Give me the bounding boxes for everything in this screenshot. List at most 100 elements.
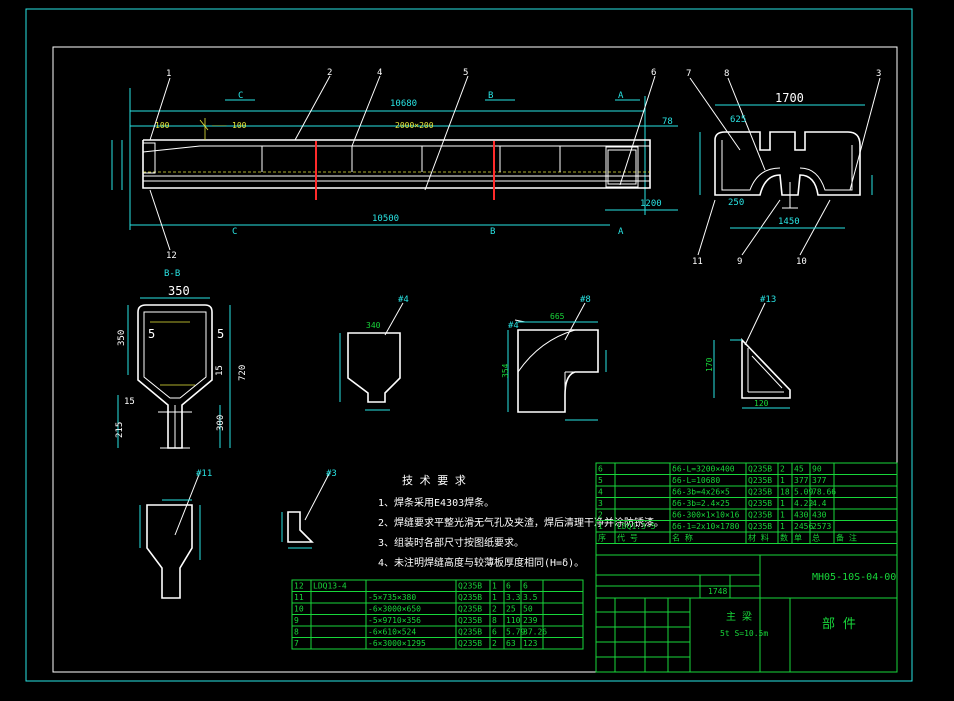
upper-table-cell: Q235B	[748, 476, 772, 485]
end-view-width: 1700	[775, 91, 804, 105]
upper-table-cell: 1	[780, 522, 785, 531]
detail-part-11: #11	[139, 469, 212, 599]
lower-table-cell: 8	[294, 628, 299, 637]
lower-table-cell: 3.5	[523, 593, 538, 602]
upper-table-cell: δ6-3b=4x26×5	[672, 488, 730, 497]
callout-10: 10	[796, 257, 807, 267]
svg-text:2000×200: 2000×200	[395, 121, 434, 130]
lower-table-cell: 110	[506, 616, 521, 625]
lower-table-cell: -5×9710×356	[368, 616, 421, 625]
tech-note-1: 1、焊条采用E4303焊条。	[378, 496, 494, 509]
title-block: MH05-10S-04-00 主 梁 5t S=10.5m 部 件 1748	[595, 462, 898, 673]
lower-table-cell: -6×3000×1295	[368, 639, 426, 648]
drawing-number: MH05-10S-04-00	[812, 572, 896, 583]
tech-note-4: 4、未注明焊缝高度与较薄板厚度相同(H=δ)。	[378, 556, 584, 569]
main-elevation-view: 10680 10500 1200 78 C B A C B A	[111, 88, 678, 237]
drawing-type: 部 件	[822, 617, 856, 632]
lower-table-cell: -5×735×380	[368, 593, 416, 602]
upper-table-cell: 377	[794, 476, 809, 485]
callout-4: 4	[377, 68, 382, 78]
detail-part-8: #8 #4 665 354	[501, 295, 607, 421]
callout-12: 12	[166, 251, 177, 261]
lower-table-cell: 50	[523, 605, 533, 614]
lower-table-cell: 12	[294, 582, 304, 591]
lower-table-cell: -6×3000×650	[368, 605, 421, 614]
lower-table-cell: 123	[523, 639, 538, 648]
callout-6: 6	[651, 68, 656, 78]
upper-table-cell: 4	[598, 488, 603, 497]
section-bb-dim-5-right: 5	[217, 327, 224, 341]
upper-table-cell: 5.09	[794, 488, 813, 497]
lower-table-cell: -6×610×524	[368, 628, 416, 637]
lower-table-cell: 6	[523, 582, 528, 591]
lower-table-cell: 63	[506, 639, 516, 648]
upper-table-cell: 2573	[812, 522, 831, 531]
section-bb-dim-5-left: 5	[148, 327, 155, 341]
section-mark-b: B	[488, 91, 493, 101]
upper-table-cell: 78.66	[812, 488, 836, 497]
upper-table-cell: 45	[794, 465, 804, 474]
section-bb-dim-15-left: 15	[124, 397, 135, 407]
upper-table-cell: 序	[598, 533, 606, 543]
lower-table-cell: 25	[506, 605, 516, 614]
lower-table-cell: 239	[523, 616, 538, 625]
detail-13-bottom-dim: 120	[754, 399, 769, 408]
section-mark-a: A	[618, 91, 624, 101]
lower-table-cell: 6	[492, 628, 497, 637]
callout-3: 3	[876, 69, 881, 79]
upper-table-cell: 4.22	[794, 499, 813, 508]
section-bb-dim-350: 350	[117, 330, 127, 346]
section-mark-c: C	[238, 91, 243, 101]
svg-text:#4: #4	[508, 321, 519, 331]
upper-table-cell: 1	[780, 499, 785, 508]
lower-table-cell: 5.79	[506, 628, 525, 637]
upper-table-cell: δ6-L=3200×400	[672, 465, 735, 474]
upper-table-cell: 备 注	[836, 533, 857, 543]
lower-table-cell: 11	[294, 593, 304, 602]
section-mark-c-bottom: C	[232, 227, 237, 237]
svg-text:100: 100	[155, 121, 170, 130]
section-mark-a-bottom: A	[618, 227, 624, 237]
upper-table-cell: LDQ1.3-5	[617, 522, 656, 531]
section-bb-title: B-B	[164, 269, 180, 279]
dim-end-width: 1200	[640, 199, 662, 209]
detail-label-13: #13	[760, 295, 776, 305]
section-mark-b-bottom: B	[490, 227, 495, 237]
lower-table-cell: 1	[492, 593, 497, 602]
detail-8-top-dim: 665	[550, 312, 565, 321]
detail-13-left-dim: 170	[705, 357, 714, 372]
lower-table-cell: 8	[492, 616, 497, 625]
upper-table-cell: 4.4	[812, 499, 827, 508]
lower-table-cell: Q235B	[458, 628, 482, 637]
lower-table-cell: Q235B	[458, 616, 482, 625]
upper-table-cell: 430	[794, 511, 809, 520]
lower-table-cell: 2	[492, 605, 497, 614]
callouts: 1 2 4 5 6 7 8 3 12 11 9 10	[149, 68, 881, 267]
section-bb-dim-720: 720	[238, 365, 248, 381]
upper-table-cell: 2456	[794, 522, 813, 531]
upper-table-cell: 总	[812, 533, 820, 543]
tech-note-2: 2、焊缝要求平整光滑无气孔及夹渣，焊后清理干净并涂防锈漆。	[378, 516, 664, 529]
dim-overall-top: 10680	[390, 99, 417, 109]
svg-text:___: ___	[212, 117, 227, 126]
weight-value: 1748	[708, 587, 727, 596]
callout-1: 1	[166, 69, 171, 79]
upper-table-cell: Q235B	[748, 488, 772, 497]
upper-table-cell: 18	[780, 488, 790, 497]
tech-note-3: 3、组装时各部尺寸按图纸要求。	[378, 536, 524, 549]
callout-2: 2	[327, 68, 332, 78]
callout-7: 7	[686, 69, 691, 79]
lower-table-cell: Q235B	[458, 582, 482, 591]
detail-label-8: #8	[580, 295, 591, 305]
upper-table-cell: 430	[812, 511, 827, 520]
upper-table-cell: δ6-300×1×10×16	[672, 511, 740, 520]
lower-table-cell: Q235B	[458, 593, 482, 602]
upper-table-cell: 5	[598, 476, 603, 485]
upper-table-cell: Q235B	[748, 522, 772, 531]
upper-table-cell: 2	[598, 511, 603, 520]
inner-frame	[52, 46, 898, 673]
upper-table-cell: 2	[780, 465, 785, 474]
